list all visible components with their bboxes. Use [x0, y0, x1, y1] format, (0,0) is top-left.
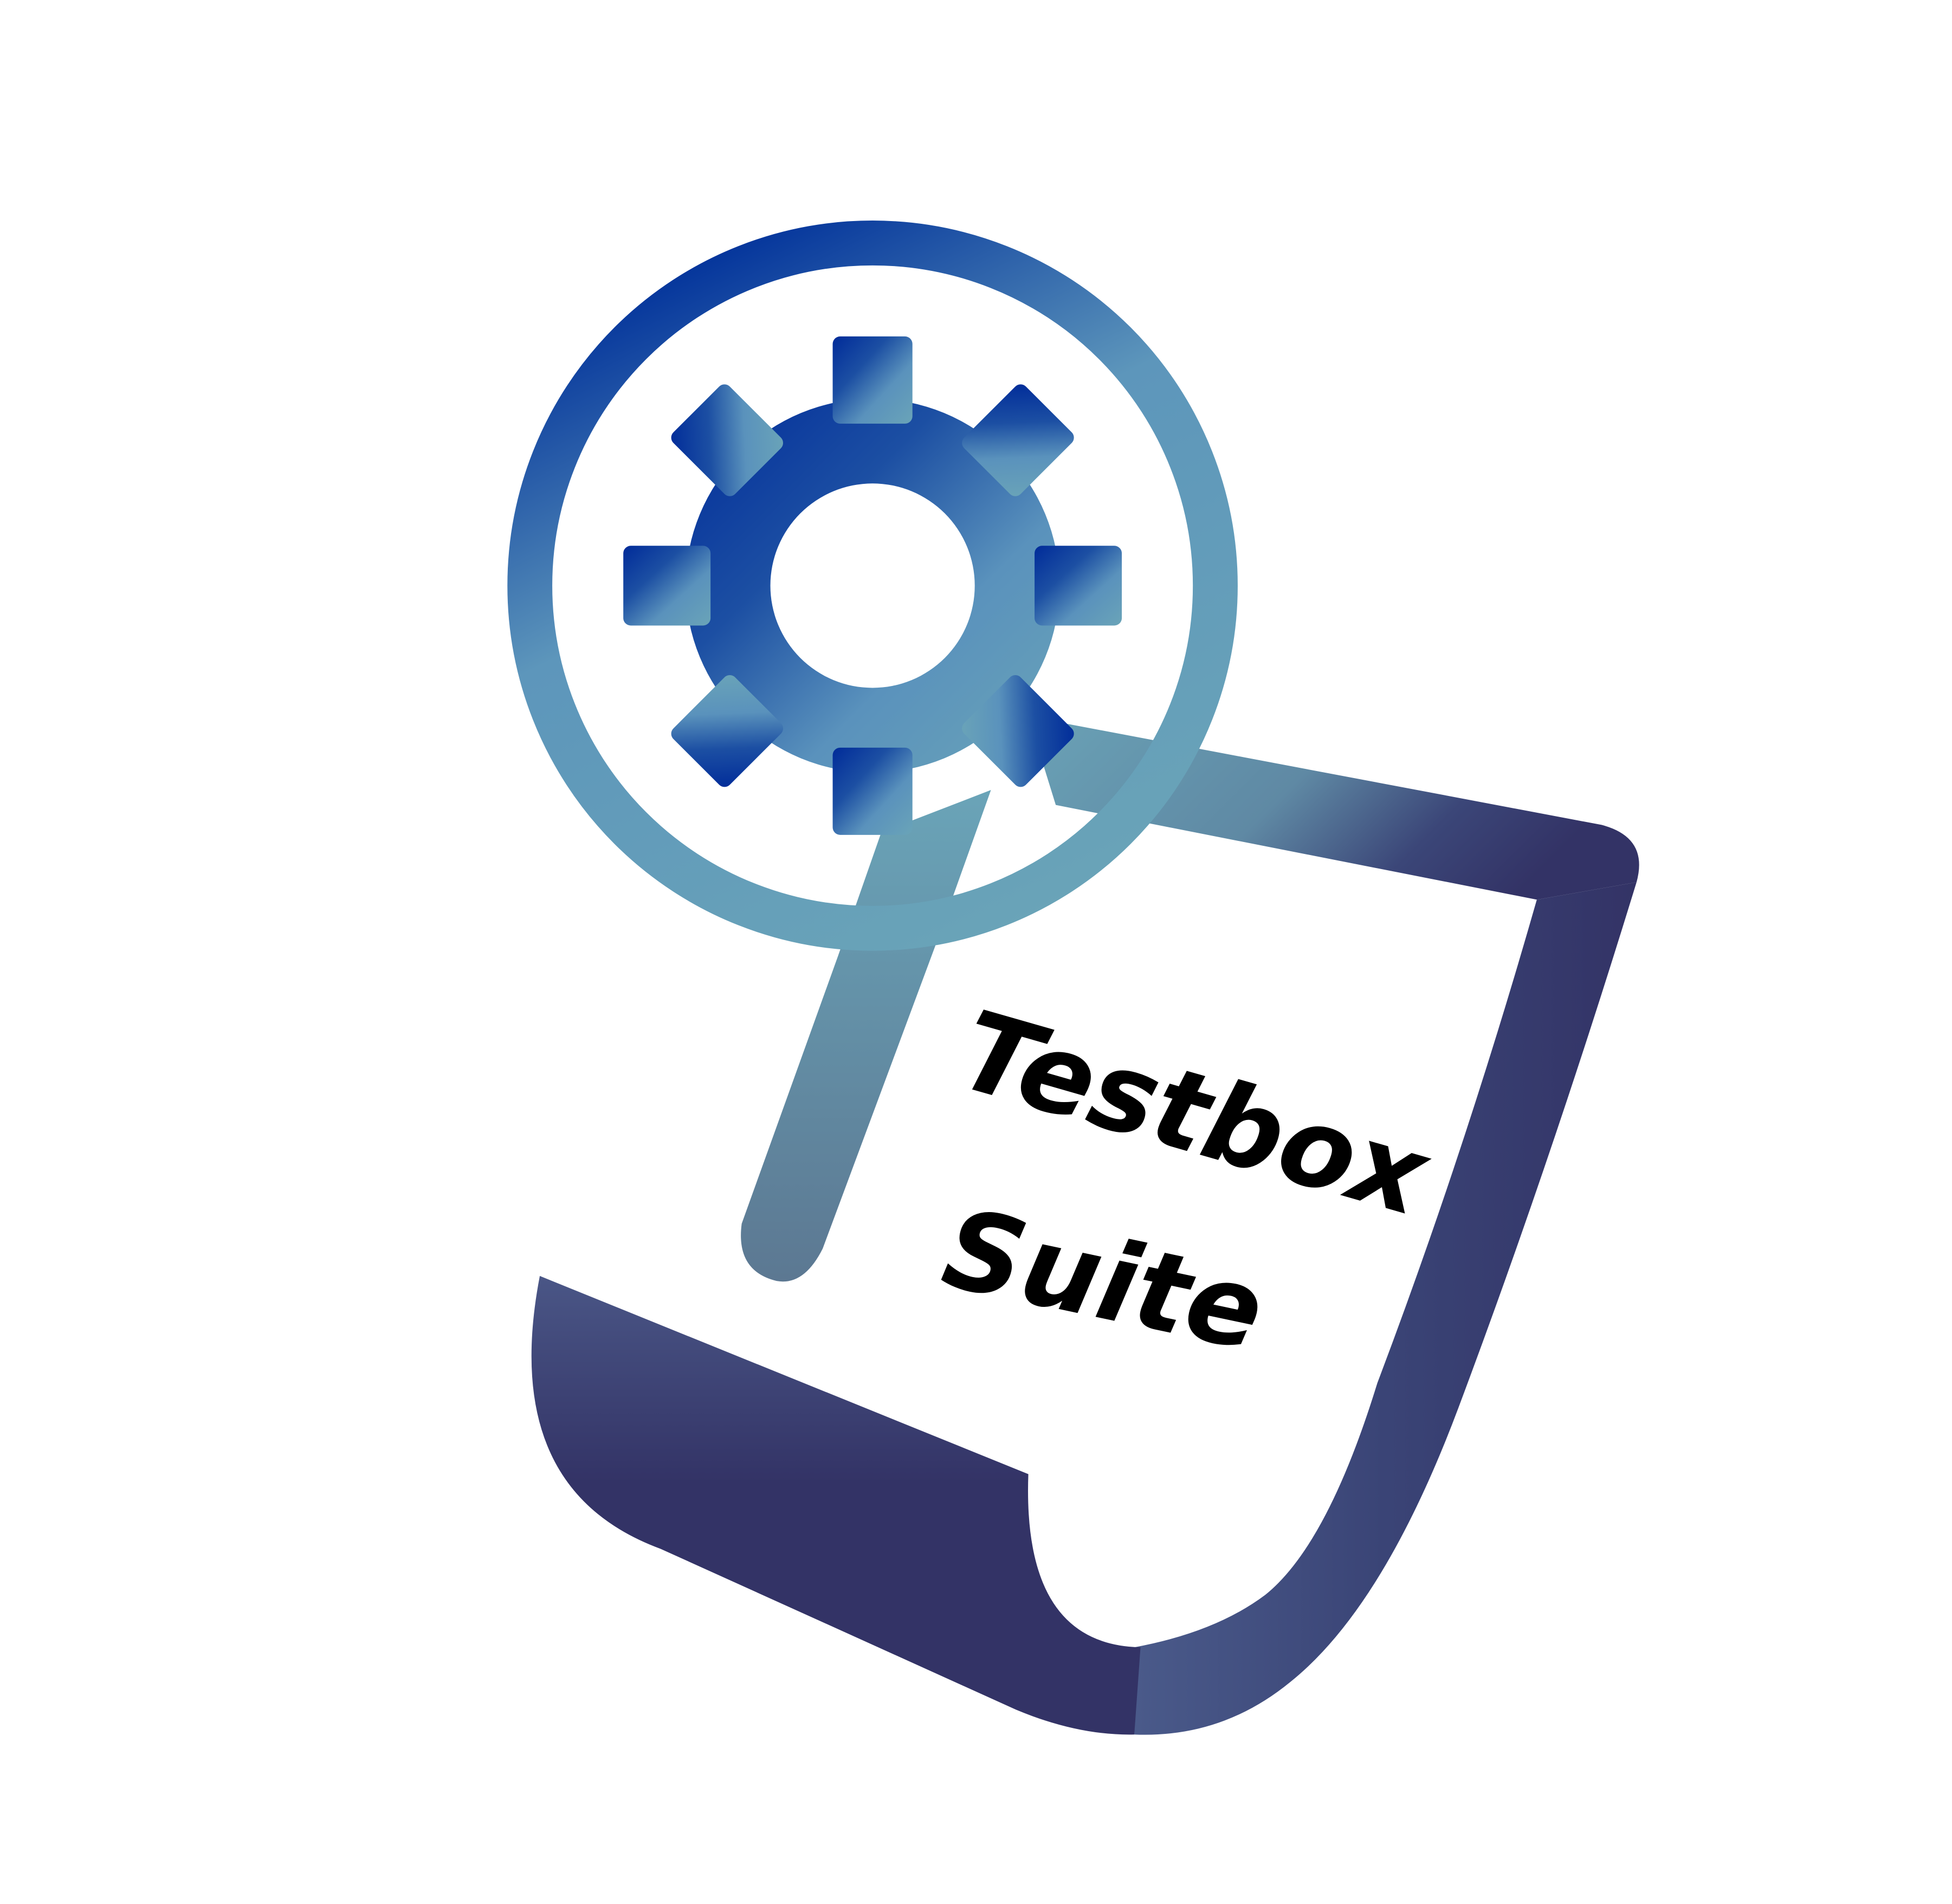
gear-icon: [623, 336, 1122, 835]
magnifier-icon: [507, 221, 1238, 1282]
logo-title-line2: Suite: [933, 1184, 1274, 1376]
